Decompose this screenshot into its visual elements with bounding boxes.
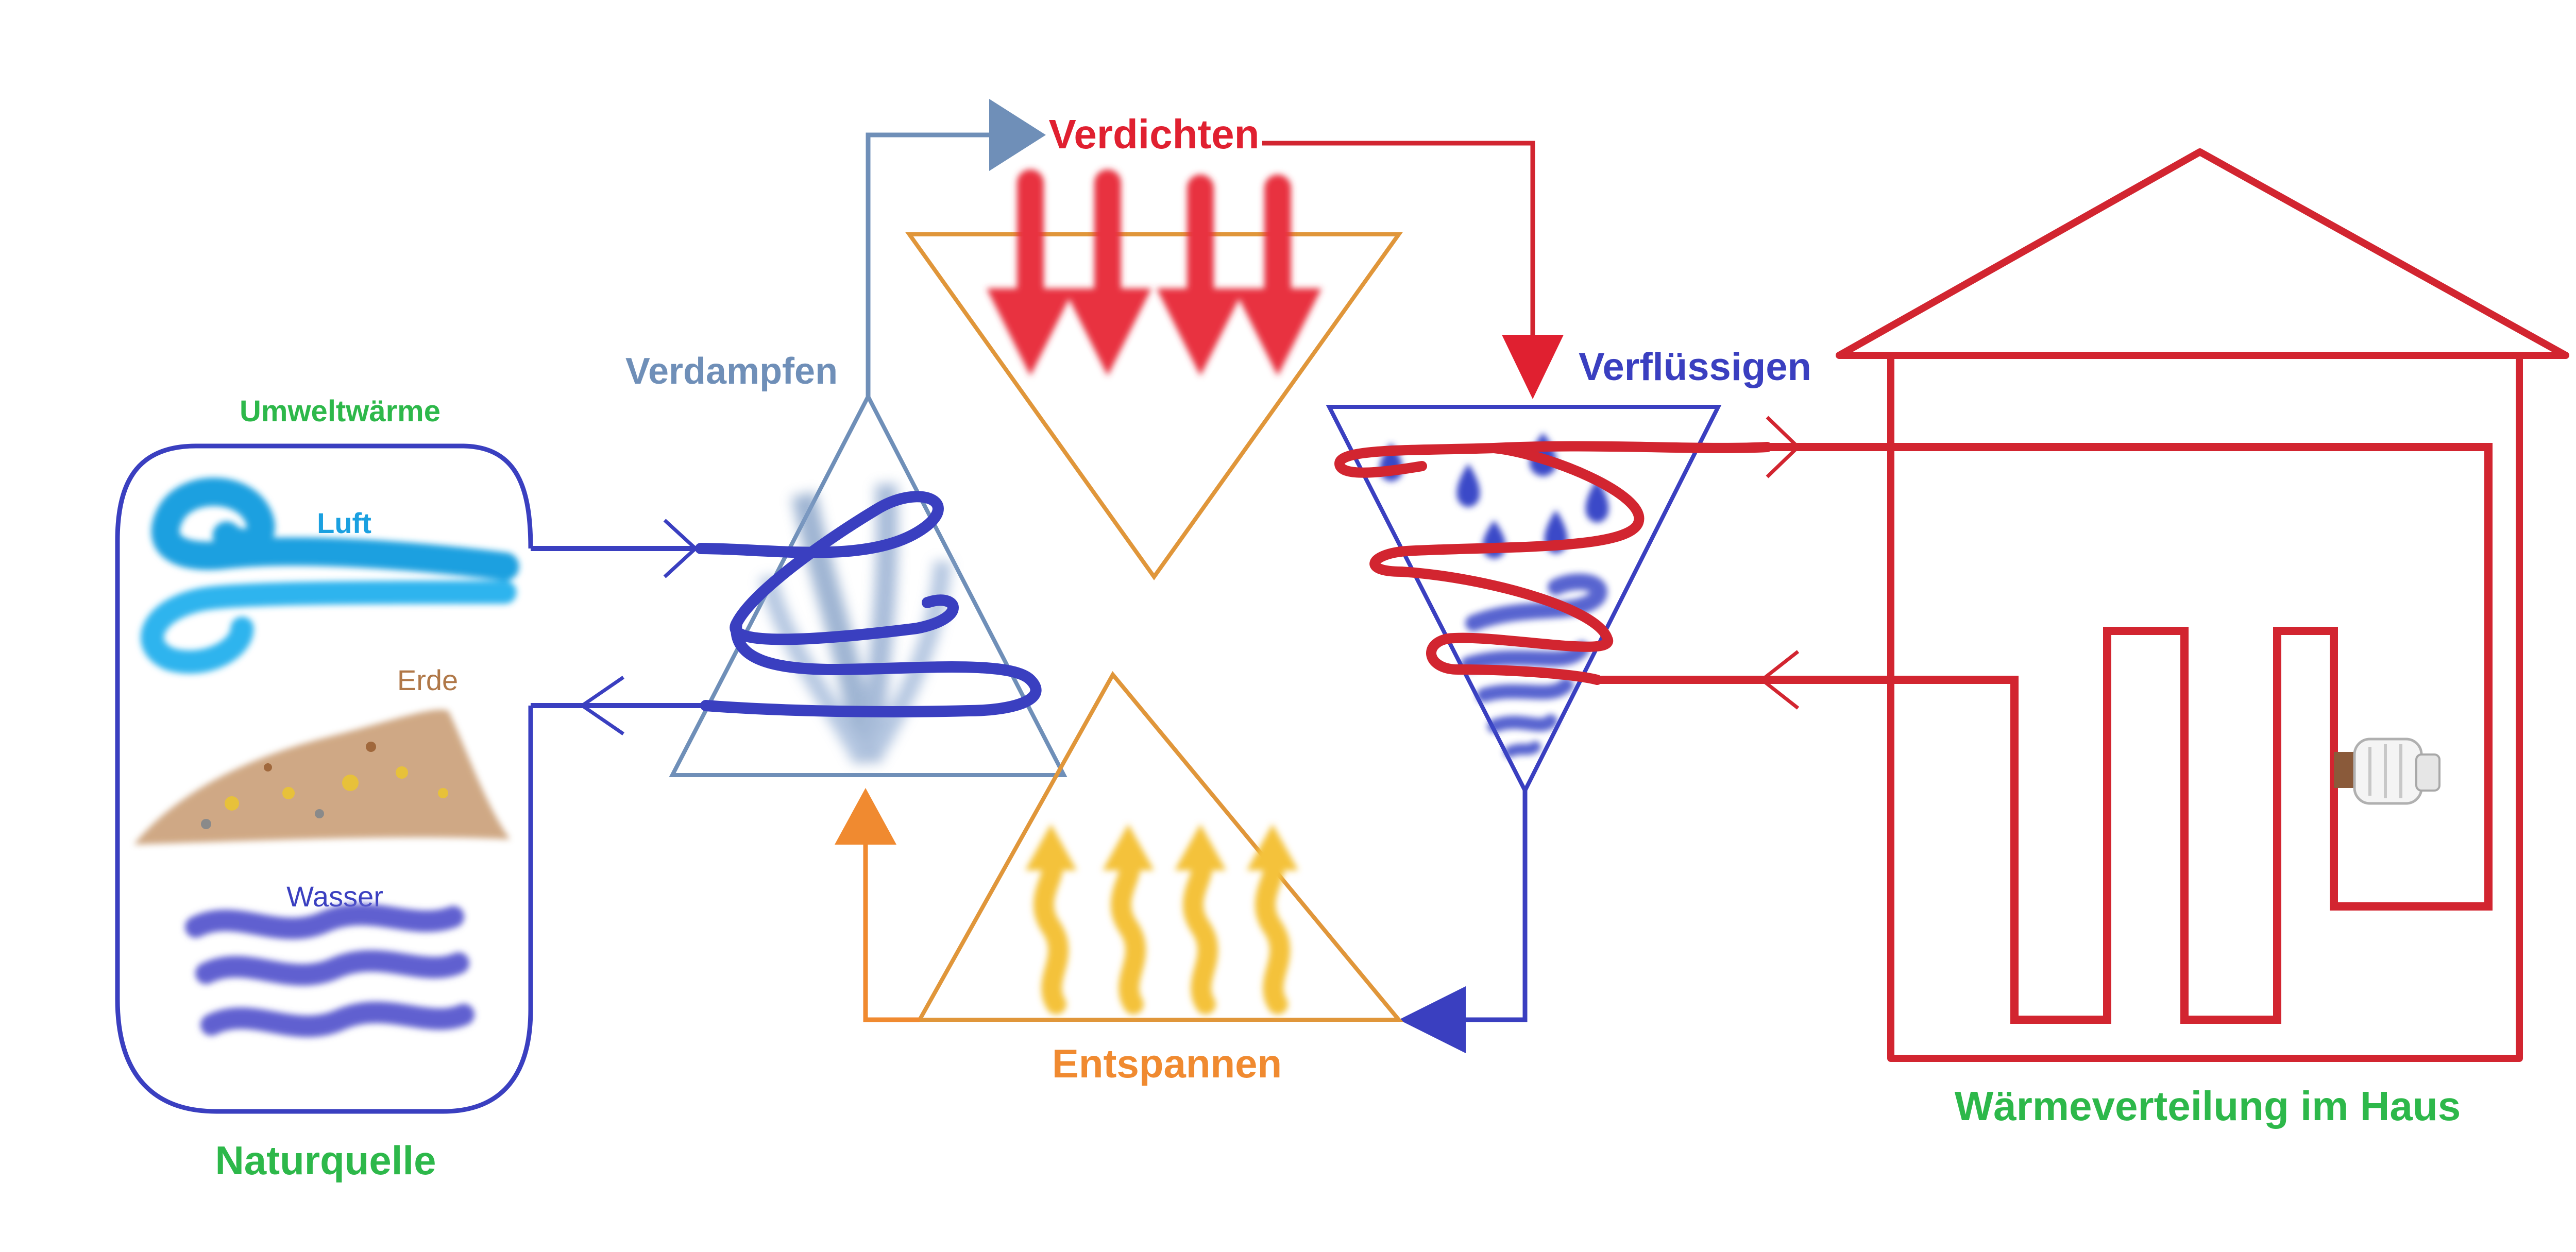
expansion-group: Entspannen xyxy=(916,671,1403,1086)
heating-supply-pipe xyxy=(1592,443,2493,1024)
supply-flow-arrow-icon xyxy=(1766,416,1801,478)
compressor-triangle-icon xyxy=(905,232,1403,580)
verdampfen-label: Verdampfen xyxy=(625,351,838,392)
source-pipes xyxy=(531,519,706,735)
suction-arrow-icon xyxy=(989,99,1046,171)
soil-mound-icon xyxy=(134,710,510,845)
return-flow-arrow-icon xyxy=(1759,650,1800,710)
house-group: Wärmeverteilung im Haus xyxy=(1592,148,2569,1129)
luft-label: Luft xyxy=(317,507,371,539)
condenser-triangle-icon xyxy=(1326,405,1722,795)
air-swirl-icon xyxy=(141,477,519,674)
erde-label: Erde xyxy=(397,664,458,696)
waermeverteilung-label: Wärmeverteilung im Haus xyxy=(1955,1083,2461,1129)
expansion-arrows-icon xyxy=(1025,824,1298,1015)
condenser-coil xyxy=(1334,441,1772,685)
expansion-triangle-icon xyxy=(916,671,1403,1022)
liquid-arrow-icon xyxy=(1399,986,1466,1053)
water-waves-icon xyxy=(185,903,474,1037)
entspannen-label: Entspannen xyxy=(1052,1041,1282,1086)
return-pipe xyxy=(835,788,920,1022)
natural-source-frame xyxy=(115,443,533,1114)
liquid-swirl-icon xyxy=(1461,573,1607,758)
verfluessigen-label: Verflüssigen xyxy=(1579,345,1811,389)
condenser-group: Verflüssigen xyxy=(1326,345,1811,795)
evaporator-coil xyxy=(695,491,1042,717)
return-arrow-icon xyxy=(835,788,896,845)
discharge-pipe xyxy=(1262,141,1564,399)
naturquelle-label: Naturquelle xyxy=(215,1138,436,1183)
verdichten-label: Verdichten xyxy=(1048,111,1259,157)
discharge-arrow-icon xyxy=(1502,335,1564,399)
suction-pipe xyxy=(866,99,1046,397)
radiator-thermostat-icon xyxy=(2334,738,2441,805)
natural-source-group: Umweltwärme Luft Erde Wasser xyxy=(115,395,533,1183)
house-icon xyxy=(1836,148,2569,1062)
source-flow-arrow-back-icon xyxy=(579,676,624,735)
compressor-group: Verdichten xyxy=(905,111,1403,580)
umweltwaerme-label: Umweltwärme xyxy=(240,395,440,428)
liquid-pipe xyxy=(1399,791,1528,1053)
evaporator-group: Verdampfen xyxy=(625,351,1067,777)
compression-arrows-icon xyxy=(987,169,1321,376)
